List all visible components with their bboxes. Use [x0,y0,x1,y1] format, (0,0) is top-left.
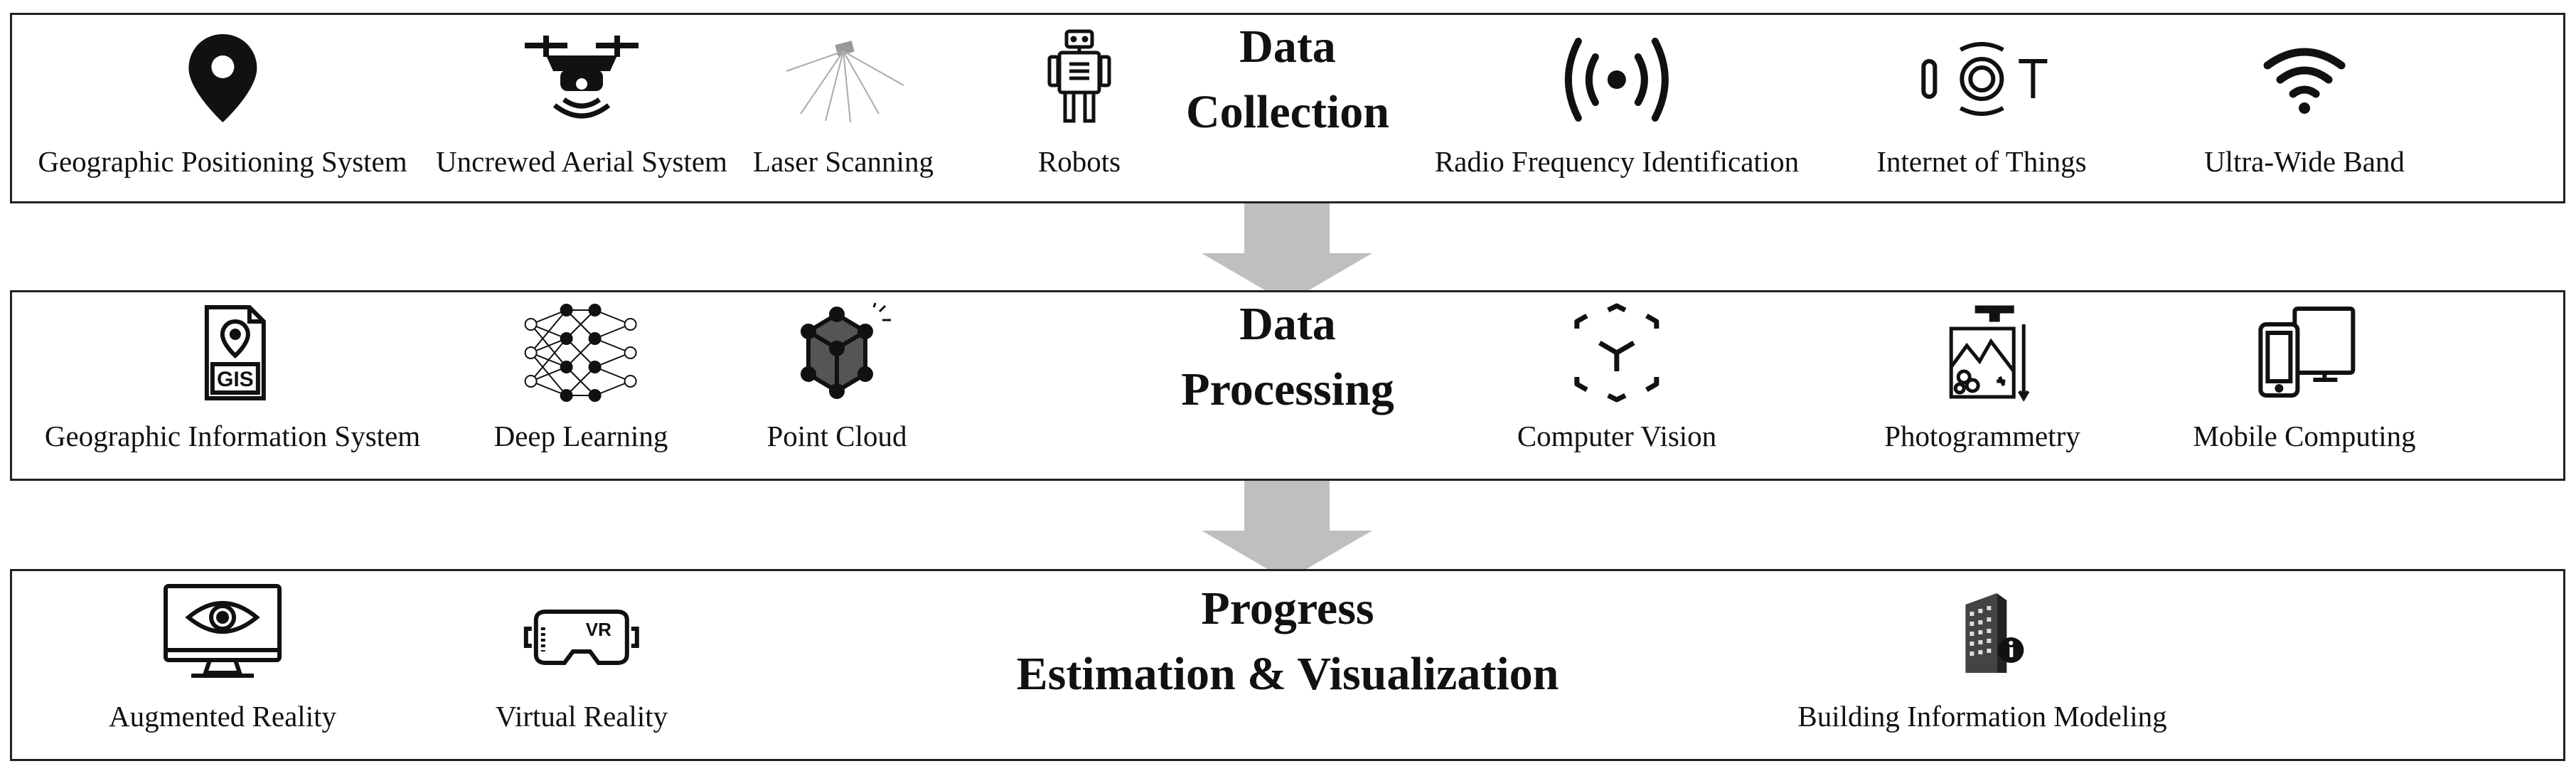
robots-item: Robots [1008,28,1150,179]
progress-estimation-box [10,569,2565,761]
neural-network-icon [510,303,652,403]
computer-vision-cube-icon [1546,303,1688,403]
photogrammetry-item: Photogrammetry [1884,303,2080,454]
gis-file-icon: GIS [161,303,304,403]
laser-scanner-icon [772,28,914,128]
mobile-devices-icon [2233,303,2375,403]
rfid-signal-icon [1546,28,1688,128]
flow-arrow-1 [1202,203,1372,303]
photogrammetry-icon [1911,303,2053,403]
iot-item: Internet of Things [1876,28,2087,179]
drone-icon [511,28,653,128]
virtual-reality-item: VR Virtual Reality [496,583,668,734]
iot-icon [1910,28,2053,128]
gps-label: Geographic Positioning System [38,145,407,178]
gps-item: Geographic Positioning System [38,28,407,179]
laser-scanning-label: Laser Scanning [753,145,934,178]
point-cloud-cube-icon [766,302,908,403]
photogrammetry-label: Photogrammetry [1884,420,2080,452]
virtual-reality-label: Virtual Reality [495,700,668,733]
gis-badge-text: GIS [217,368,254,391]
rfid-item: Radio Frequency Identification [1435,28,1799,179]
uas-item: Uncrewed Aerial System [436,28,727,179]
data-collection-title: Data Collection [1186,21,1389,138]
gis-label: Geographic Information System [44,420,421,452]
mobile-computing-label: Mobile Computing [2193,420,2416,452]
data-processing-box [10,290,2565,481]
rfid-label: Radio Frequency Identification [1434,145,1800,178]
robot-icon [1008,28,1150,128]
computer-vision-item: Computer Vision [1517,303,1716,454]
gis-item: GIS Geographic Information System [45,303,420,454]
computer-vision-label: Computer Vision [1517,420,1717,452]
bim-label: Building Information Modeling [1797,700,2167,733]
uwb-item: Ultra-Wide Band [2204,28,2405,179]
uwb-label: Ultra-Wide Band [2204,145,2405,178]
deep-learning-item: Deep Learning [494,303,668,454]
deep-learning-label: Deep Learning [493,420,668,452]
mobile-computing-item: Mobile Computing [2193,303,2416,454]
data-collection-box [10,13,2565,203]
flow-arrow-2 [1202,481,1372,580]
point-cloud-item: Point Cloud [766,302,908,454]
monitor-eye-icon [151,583,294,683]
vr-badge-text: VR [586,619,611,640]
augmented-reality-item: Augmented Reality [109,583,336,734]
point-cloud-label: Point Cloud [766,420,907,452]
augmented-reality-label: Augmented Reality [109,700,336,733]
robots-label: Robots [1037,145,1121,178]
bim-item: Building Information Modeling [1797,583,2167,734]
building-info-icon [1911,583,2053,683]
progress-estimation-title: Progress Estimation & Visualization [1016,583,1559,700]
vr-headset-icon: VR [511,583,653,683]
wifi-icon [2233,28,2375,128]
map-pin-icon [151,28,294,128]
iot-label: Internet of Things [1876,145,2087,178]
data-processing-title: Data Processing [1181,298,1394,415]
laser-scanning-item: Laser Scanning [753,28,934,179]
uas-label: Uncrewed Aerial System [436,145,727,178]
